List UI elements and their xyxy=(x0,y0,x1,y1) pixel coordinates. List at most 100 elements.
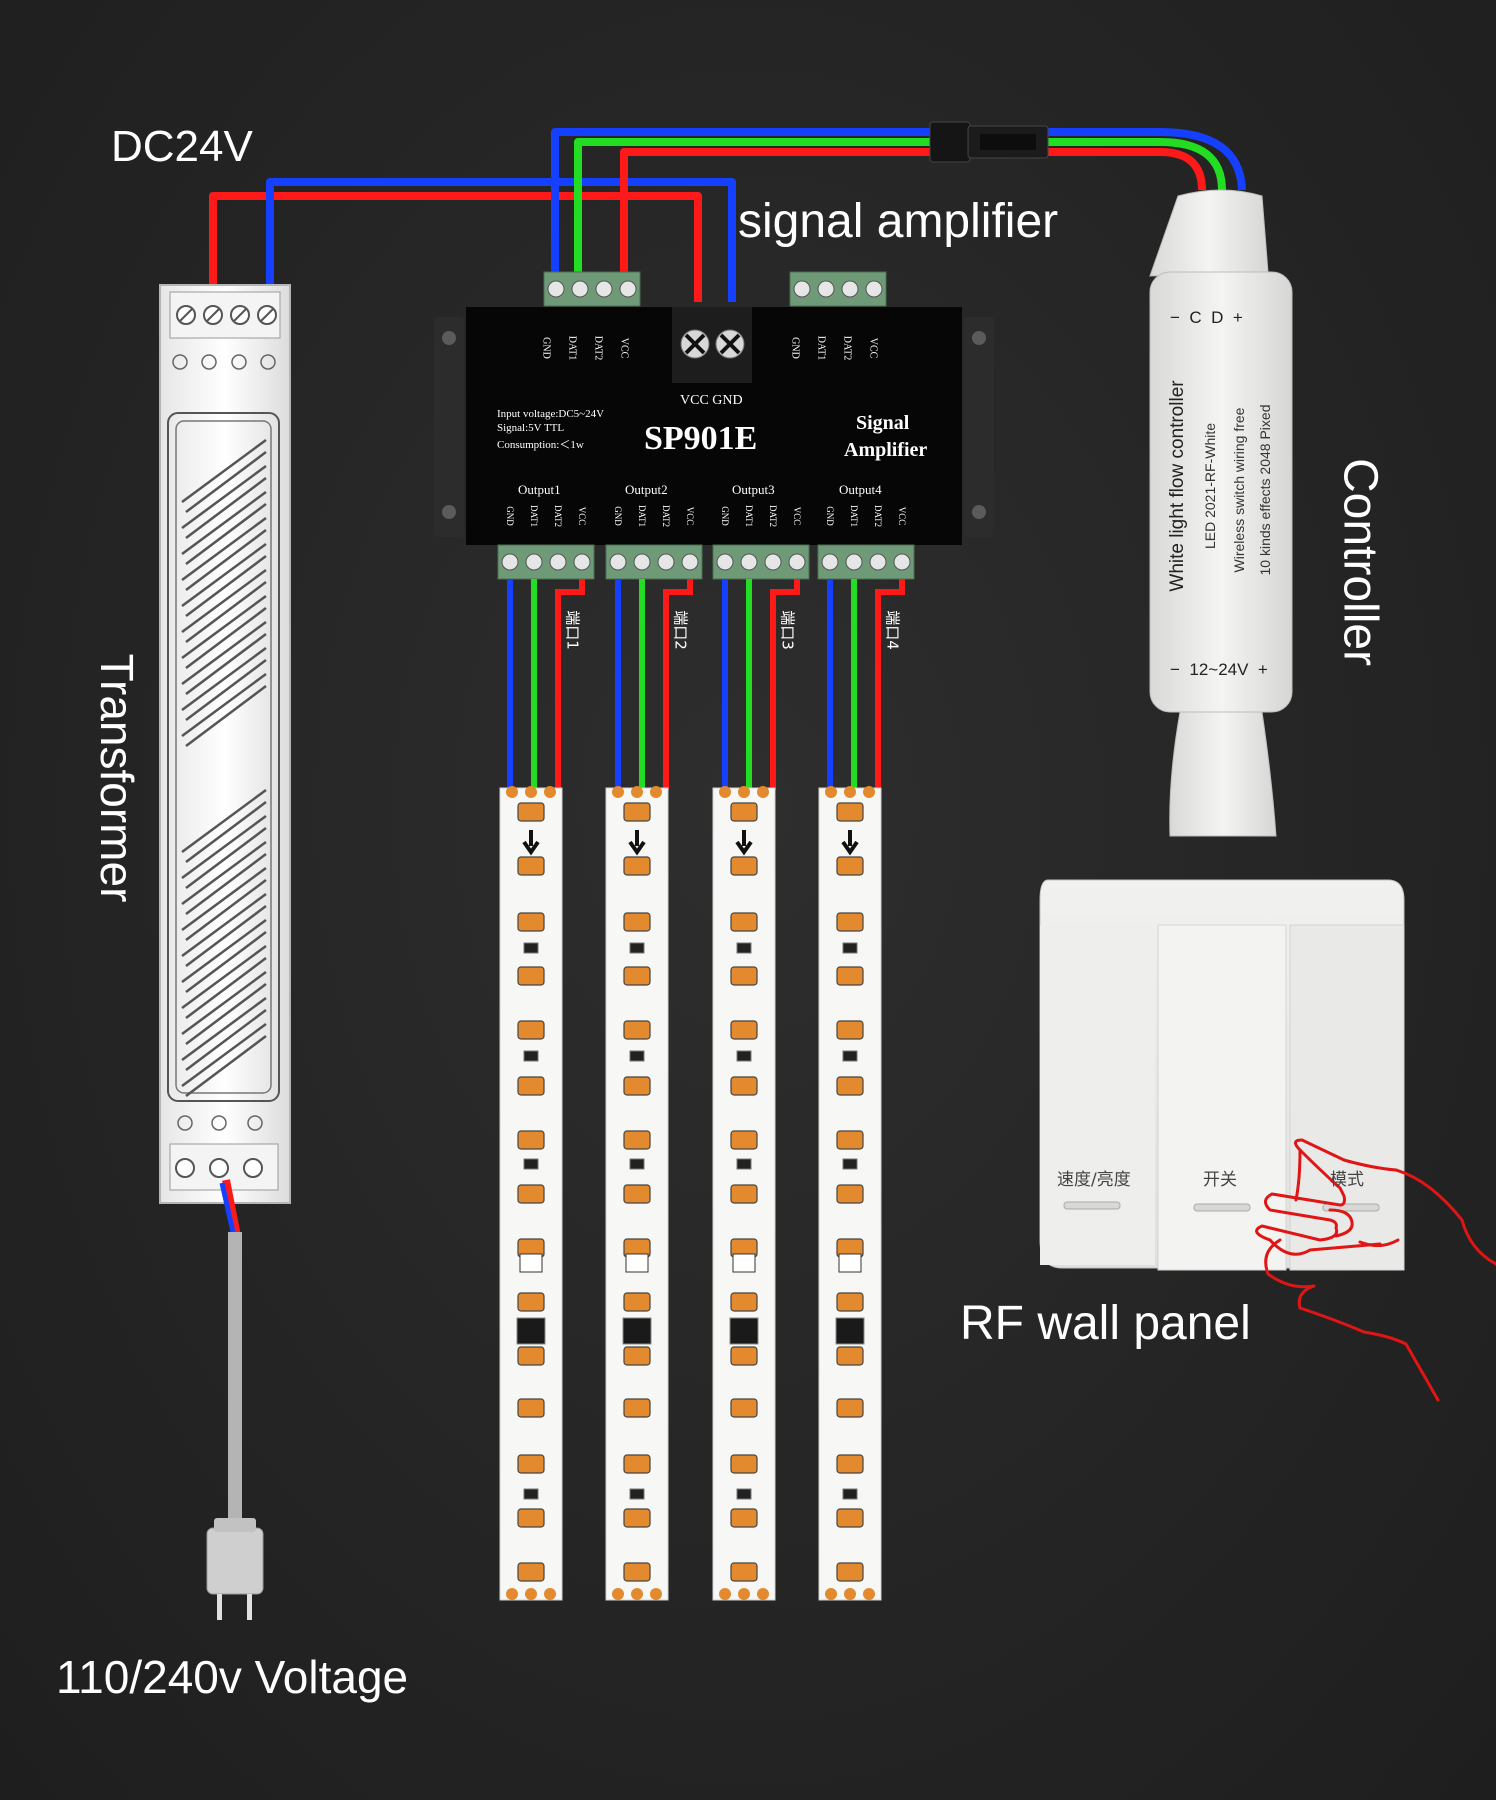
psu-vent-stripe xyxy=(181,516,267,591)
led-chip xyxy=(730,1130,758,1150)
input-terminal-block xyxy=(543,271,641,307)
controller-line4: 10 kinds effects 2048 Pixed xyxy=(1257,404,1273,576)
amp-output-pin-label: VCC xyxy=(685,506,695,526)
controller-line3: Wireless switch wiring free xyxy=(1231,407,1247,573)
led-chip xyxy=(623,856,651,876)
strip-ic xyxy=(516,1317,546,1345)
hand-pointer xyxy=(1255,1138,1496,1402)
amp-output-pin-label: DAT1 xyxy=(744,505,754,527)
led-chip xyxy=(836,1184,864,1204)
led-chip xyxy=(730,1184,758,1204)
amp-output-pin-label: DAT2 xyxy=(661,505,671,527)
output-terminal-block-1 xyxy=(497,544,595,580)
panel-button-mode[interactable]: 模式 xyxy=(1330,1170,1364,1190)
output-wire-red xyxy=(770,579,800,790)
power-wires xyxy=(209,178,736,302)
panel-button-power[interactable]: 开关 xyxy=(1203,1170,1237,1190)
controller-unit xyxy=(1149,189,1293,837)
rf-wall-panel xyxy=(1039,879,1405,1271)
led-chip xyxy=(517,1346,545,1366)
psu-vent-stripe xyxy=(181,866,267,941)
controller-line1: White light flow controller xyxy=(1167,380,1188,592)
psu-vent-stripe xyxy=(181,542,267,617)
led-chip xyxy=(623,1130,651,1150)
amp-output-label-4: Output4 xyxy=(839,482,882,497)
amp-output-pin-label: VCC xyxy=(897,506,907,526)
amp-input-pin-label: GND xyxy=(540,337,552,359)
led-chip xyxy=(836,1398,864,1418)
psu-vent-stripe xyxy=(181,814,267,889)
transformer-psu xyxy=(159,284,291,1204)
amp-output-pin-label: GND xyxy=(720,506,730,526)
signal-connector xyxy=(929,121,1049,163)
output-terminal-block-4 xyxy=(817,544,915,580)
psu-vent-stripe xyxy=(181,840,267,915)
led-chip xyxy=(623,1346,651,1366)
amp-output-pin-label: DAT2 xyxy=(768,505,778,527)
led-chip xyxy=(836,802,864,822)
led-chip xyxy=(517,1292,545,1312)
led-chip xyxy=(623,1562,651,1582)
psu-vent-stripe xyxy=(181,944,267,1019)
amp-aux-pin-label: VCC xyxy=(867,337,879,359)
led-chip xyxy=(836,1454,864,1474)
psu-vent-stripe xyxy=(181,594,267,669)
led-chip xyxy=(836,966,864,986)
led-strip-3 xyxy=(712,786,776,1601)
amplifier-title-line1: Signal xyxy=(856,412,910,434)
psu-vent-stripe xyxy=(181,646,267,721)
led-chip xyxy=(730,1292,758,1312)
led-chip xyxy=(517,802,545,822)
led-chip xyxy=(623,1184,651,1204)
strip-ic xyxy=(729,1317,759,1345)
port-label-1: 端口1 xyxy=(563,610,582,650)
output-wire-red xyxy=(555,579,585,790)
psu-vent-stripe xyxy=(181,464,267,539)
amplifier-spec-signal: Signal:5V TTL xyxy=(497,422,565,434)
amplifier-title-line2: Amplifier xyxy=(844,439,928,461)
port-label-2: 端口2 xyxy=(671,610,690,650)
controller-top-pins: − C D + xyxy=(1170,308,1243,327)
led-chip xyxy=(517,856,545,876)
dc24v-label: DC24V xyxy=(111,122,253,171)
led-chip xyxy=(836,1508,864,1528)
amp-aux-pin-label: DAT2 xyxy=(841,335,853,361)
led-chip xyxy=(517,1398,545,1418)
led-chip xyxy=(517,966,545,986)
amp-aux-pin-label: GND xyxy=(789,337,801,359)
led-strip-2 xyxy=(605,786,669,1601)
mains-cable xyxy=(206,1179,264,1620)
amp-output-label-3: Output3 xyxy=(732,482,775,497)
led-chip xyxy=(623,1292,651,1312)
psu-vent-stripe xyxy=(181,1022,267,1097)
amplifier-power-terminal-label: VCC GND xyxy=(680,393,743,408)
led-chip xyxy=(730,1076,758,1096)
amp-output-pin-label: DAT2 xyxy=(873,505,883,527)
amp-output-pin-label: DAT1 xyxy=(849,505,859,527)
output-terminal-block-3 xyxy=(712,544,810,580)
signal-amplifier-label: signal amplifier xyxy=(738,195,1059,248)
led-chip xyxy=(836,1562,864,1582)
led-strips xyxy=(499,786,882,1601)
psu-vent-stripe xyxy=(181,672,267,747)
led-chip xyxy=(623,802,651,822)
amp-input-pin-label: VCC xyxy=(618,337,630,359)
psu-vent-stripe xyxy=(181,490,267,565)
amp-output-pin-label: GND xyxy=(505,506,515,526)
led-chip xyxy=(623,966,651,986)
amplifier-spec-input: Input voltage:DC5~24V xyxy=(497,408,605,420)
voltage-label: 110/240v Voltage xyxy=(56,1651,409,1703)
port-label-4: 端口4 xyxy=(883,610,902,650)
psu-vent-stripe xyxy=(181,620,267,695)
amplifier-model: SP901E xyxy=(644,420,758,457)
psu-vent-stripe xyxy=(181,892,267,967)
panel-button-speed-brightness[interactable]: 速度/亮度 xyxy=(1057,1170,1131,1190)
psu-vent-stripe xyxy=(181,788,267,863)
terminal-blocks xyxy=(497,271,915,580)
led-chip xyxy=(517,1020,545,1040)
led-chip xyxy=(730,856,758,876)
led-chip xyxy=(517,1130,545,1150)
amp-output-label-1: Output1 xyxy=(518,482,561,497)
led-chip xyxy=(623,1398,651,1418)
